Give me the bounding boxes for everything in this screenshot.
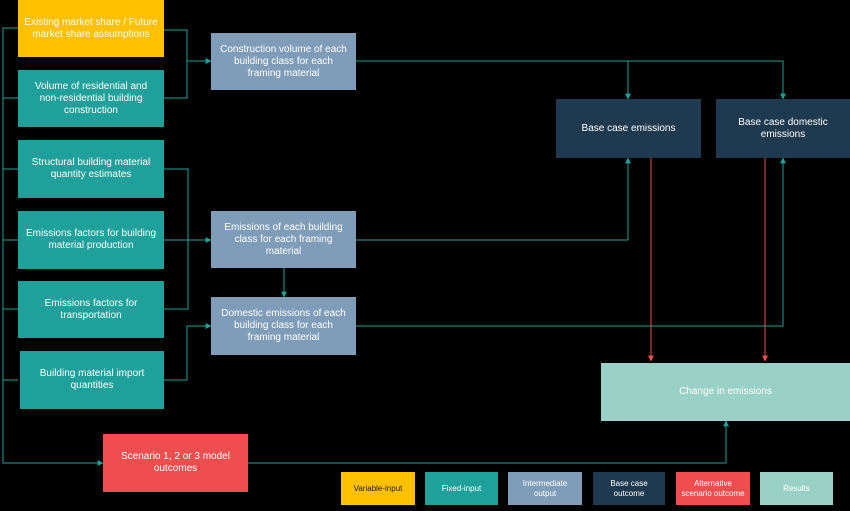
node-quantity: Structural building material quantity es… <box>18 140 164 198</box>
emissions-to-base <box>356 157 631 241</box>
node-label: Structural building material quantity es… <box>31 157 151 180</box>
node-label: Base case domestic emissions <box>738 116 828 140</box>
node-scenario: Scenario 1, 2 or 3 model outcomes <box>103 434 248 492</box>
legend-intermediate-output: Intermediate output <box>508 472 582 505</box>
node-label: Domestic emissions of each building clas… <box>221 308 346 343</box>
node-domestic-emissions: Domestic emissions of each building clas… <box>211 297 356 355</box>
node-change: Change in emissions <box>601 363 850 421</box>
legend-label: Alternative scenario outcome <box>681 478 745 498</box>
legend-fixed-input: Fixed-input <box>425 472 498 505</box>
node-label: Base case emissions <box>581 122 676 134</box>
node-ef-production: Emissions factors for building material … <box>18 211 164 269</box>
node-label: Emissions factors for building material … <box>25 228 157 251</box>
node-volume: Volume of residential and non-residentia… <box>18 70 164 127</box>
legend-label: Intermediate output <box>522 478 568 498</box>
imports-to-domestic <box>164 323 212 381</box>
legend-base-case-outcome: Base case outcome <box>593 472 665 505</box>
group1-bracket <box>164 29 188 99</box>
node-emissions-class: Emissions of each building class for eac… <box>211 211 356 268</box>
legend-label: Results <box>783 483 810 493</box>
legend-variable-input: Variable-input <box>341 472 415 505</box>
node-label: Emissions of each building class for eac… <box>224 221 343 257</box>
node-label: Building material import quantities <box>39 368 145 391</box>
node-label: Emissions factors for transportation <box>44 297 138 321</box>
legend-label: Fixed-input <box>441 483 482 493</box>
legend-label: Base case outcome <box>610 478 648 498</box>
legend-label: Variable-input <box>353 483 403 493</box>
node-base-domestic: Base case domestic emissions <box>716 99 850 158</box>
scenario-to-change <box>248 420 729 464</box>
node-label: Construction volume of each building cla… <box>220 43 347 79</box>
node-imports: Building material import quantities <box>20 351 164 409</box>
node-label: Existing market share / Future market sh… <box>24 16 158 40</box>
legend-results: Results <box>760 472 833 505</box>
domestic-to-base-domestic <box>356 157 786 327</box>
node-base-emissions: Base case emissions <box>556 99 701 158</box>
construction-to-base-domestic <box>356 60 786 100</box>
node-label: Scenario 1, 2 or 3 model outcomes <box>121 451 230 474</box>
node-construction-volume: Construction volume of each building cla… <box>211 33 356 90</box>
legend-alternative-scenario-outcome: Alternative scenario outcome <box>676 472 750 505</box>
node-ef-transport: Emissions factors for transportation <box>18 281 164 338</box>
node-market-share: Existing market share / Future market sh… <box>18 0 164 57</box>
node-label: Volume of residential and non-residentia… <box>34 80 148 116</box>
trunk-connector <box>2 27 104 466</box>
node-label: Change in emissions <box>679 386 772 397</box>
group2-bracket <box>164 168 189 310</box>
